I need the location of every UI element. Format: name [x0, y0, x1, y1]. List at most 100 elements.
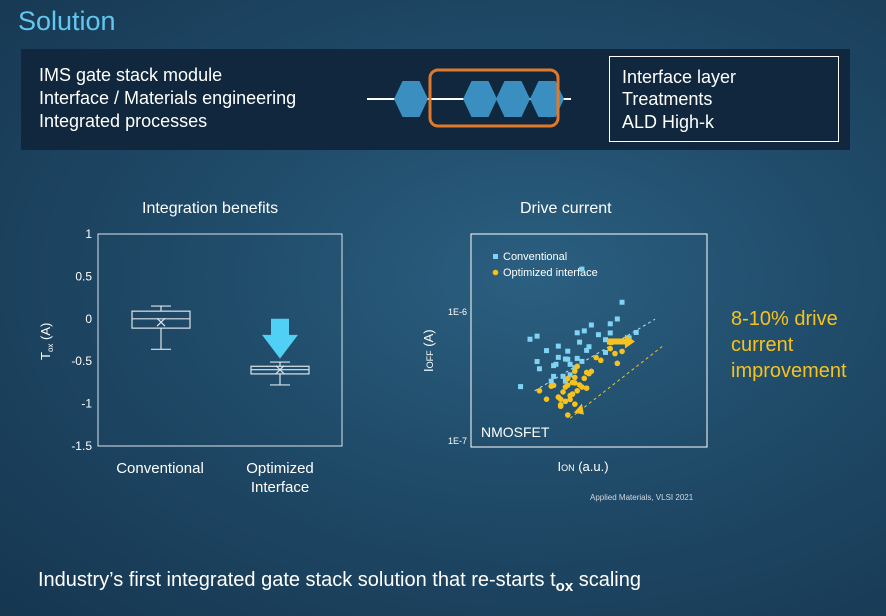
y-tick-label: 1E-7 [448, 436, 467, 446]
data-point [553, 361, 559, 367]
category-label-conventional: Conventional [100, 459, 220, 478]
hexagon-icon [496, 81, 530, 117]
data-point [581, 328, 587, 334]
highlight-box [428, 68, 560, 128]
category-label-line: Conventional [116, 460, 204, 477]
data-point [574, 363, 580, 370]
data-point [593, 354, 599, 361]
data-point [569, 391, 576, 397]
data-point [598, 357, 604, 364]
banner-line-1: IMS gate stack module [39, 65, 223, 85]
process-banner: IMS gate stack module Interface / Materi… [21, 49, 850, 150]
improvement-line: current [731, 334, 794, 356]
source-credit: Applied Materials, VLSI 2021 [590, 493, 694, 502]
data-point [550, 382, 557, 389]
y-axis-label: IOFF (A) [421, 329, 436, 372]
data-point [607, 330, 613, 336]
data-point [574, 330, 580, 336]
arrow-right-icon [606, 334, 635, 349]
box-optimized-interface [250, 361, 310, 386]
data-point [572, 368, 578, 374]
y-axis-label: Tox (A) [38, 323, 55, 360]
data-point [560, 389, 566, 395]
plot-frame [97, 233, 343, 447]
data-point [555, 354, 561, 360]
legend-label: Optimized interface [503, 267, 598, 279]
hexagon-icon [530, 81, 564, 117]
y-tick-label: 1E-6 [448, 307, 467, 317]
data-point [557, 396, 564, 402]
data-point [572, 401, 578, 407]
scatter-title: Drive current [520, 200, 612, 217]
y-tick-label: -1 [81, 397, 92, 411]
data-point [567, 396, 573, 403]
footer-text-end: scaling [573, 569, 641, 591]
footer-statement: Industry’s first integrated gate stack s… [38, 569, 641, 595]
data-point [612, 350, 618, 357]
step-ald-high-k: ALD High-k [622, 112, 715, 132]
data-point [574, 355, 580, 361]
data-point [527, 336, 533, 342]
step-interface-layer: Interface layer [622, 67, 737, 87]
data-point [603, 337, 609, 343]
improvement-line: improvement [731, 360, 847, 382]
improvement-callout: 8-10% drive current improvement [731, 306, 881, 384]
data-point [588, 322, 594, 328]
inset-label: NMOSFET [481, 424, 550, 440]
banner-line-2: Interface / Materials engineering [39, 88, 297, 108]
data-point [536, 387, 543, 394]
category-label-line: Interface [250, 479, 310, 496]
data-point [534, 333, 540, 339]
boxplot-title: Integration benefits [142, 200, 279, 217]
data-point [562, 398, 569, 405]
data-point [603, 349, 609, 355]
data-point [562, 378, 568, 384]
data-point [583, 385, 590, 391]
data-point [565, 356, 571, 362]
data-point [607, 345, 614, 352]
y-tick-label: -1.5 [71, 439, 92, 453]
data-point [564, 382, 571, 388]
data-point [567, 372, 573, 378]
data-point [544, 348, 550, 354]
data-point [543, 396, 550, 402]
data-point [564, 375, 571, 382]
category-label-optimized: Optimized Interface [220, 459, 340, 497]
data-point [555, 343, 561, 349]
data-point [564, 412, 571, 418]
data-point [560, 373, 566, 379]
data-point [579, 384, 585, 390]
data-point [536, 366, 542, 372]
data-point [567, 361, 573, 367]
data-point [619, 299, 625, 305]
data-point [572, 380, 578, 386]
data-point [518, 384, 524, 390]
data-point [551, 373, 557, 379]
trend-line-optimized [569, 346, 663, 419]
y-tick-label: -0.5 [71, 354, 92, 368]
data-point [557, 401, 564, 408]
banner-line-3: Integrated processes [39, 111, 208, 131]
category-label-line: Optimized [246, 460, 314, 477]
y-tick-label: 0.5 [75, 269, 92, 283]
data-point [607, 321, 613, 327]
slide-title: Solution [18, 6, 116, 36]
data-point [595, 332, 601, 338]
data-point [577, 339, 583, 345]
box-conventional [131, 305, 191, 350]
step-treatments: Treatments [622, 89, 713, 109]
data-point [586, 344, 592, 350]
hexagon-icon [463, 81, 497, 117]
mean-marker [156, 317, 166, 327]
data-point [584, 347, 590, 353]
legend-marker [492, 269, 499, 276]
improvement-line: 8-10% drive [731, 308, 838, 330]
process-flow-icon [367, 68, 571, 128]
legend-marker [493, 254, 498, 259]
data-point [548, 378, 554, 384]
data-point [619, 348, 625, 355]
data-point [579, 358, 585, 364]
data-point [572, 374, 578, 381]
arrow-marker-icon [573, 403, 584, 415]
